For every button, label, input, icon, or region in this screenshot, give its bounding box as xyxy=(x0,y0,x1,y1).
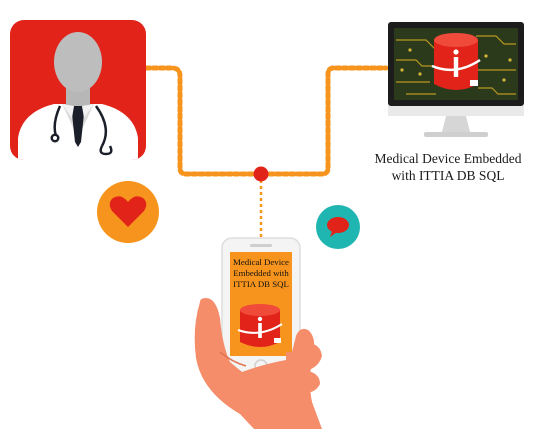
phone-screen-text: Medical Device Embedded with ITTIA DB SQ… xyxy=(232,257,290,290)
hand-holding-phone xyxy=(180,232,330,429)
hub-node xyxy=(253,166,269,182)
heart-bubble xyxy=(97,181,159,243)
phone-text-line1: Medical Device xyxy=(233,257,289,267)
heart-icon xyxy=(109,196,147,227)
monitor-caption-line2: with ITTIA DB SQL xyxy=(391,168,505,183)
phone-text-line3: ITTIA DB SQL xyxy=(233,279,289,289)
doctor-avatar-icon xyxy=(18,32,138,160)
phone-text-line2: Embedded with xyxy=(233,268,289,278)
chat-bubble-icon xyxy=(327,217,349,237)
database-logo-icon xyxy=(431,33,481,90)
desktop-monitor xyxy=(386,20,526,142)
monitor-caption-line1: Medical Device Embedded xyxy=(374,151,522,166)
chat-bubble xyxy=(316,205,360,249)
phone-database-logo-icon xyxy=(237,304,283,347)
doctor-avatar-tile xyxy=(10,20,146,160)
monitor-caption: Medical Device Embedded with ITTIA DB SQ… xyxy=(360,150,536,184)
